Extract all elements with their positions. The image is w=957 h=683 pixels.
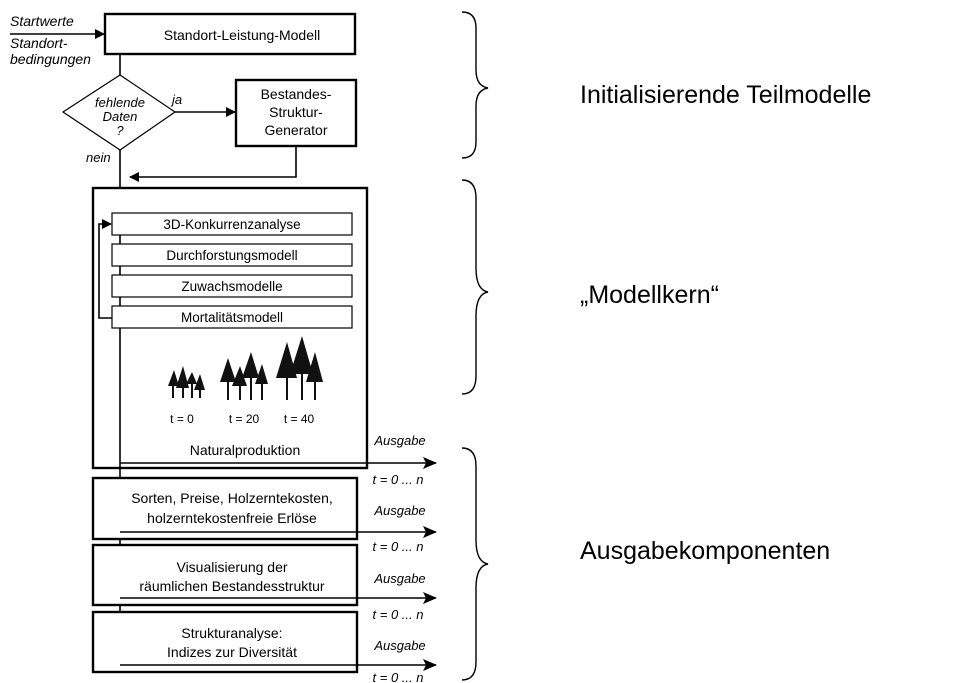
sorten-box xyxy=(91,476,359,541)
standort-leistung-label: Standort-Leistung-Modell xyxy=(164,27,320,43)
submodel-label-4: Mortalitätsmodell xyxy=(181,310,283,325)
bestandes-line2: Struktur- xyxy=(269,104,323,120)
input-standort-line2: bedingungen xyxy=(10,51,91,67)
time-label-20: t = 20 xyxy=(229,412,260,426)
trees-t0-illustration xyxy=(168,366,205,398)
output-label-1: Ausgabe xyxy=(373,433,425,448)
bestandes-line1: Bestandes- xyxy=(261,86,332,102)
brace-ausgabe xyxy=(461,447,489,681)
standort-leistung-box xyxy=(103,12,357,56)
output-label-4: Ausgabe xyxy=(373,638,425,653)
submodel-box-4 xyxy=(111,305,353,329)
submodel-label-2: Durchforstungsmodell xyxy=(166,248,297,263)
submodel-box-2 xyxy=(111,243,353,267)
decision-line3: ? xyxy=(116,123,124,138)
visual-line1: Visualisierung der xyxy=(176,559,287,575)
input-startwerte: Startwerte xyxy=(10,13,74,29)
output-range-4: t = 0 ... n xyxy=(373,670,424,683)
time-label-40: t = 40 xyxy=(284,412,315,426)
submodel-label-3: Zuwachsmodelle xyxy=(181,279,282,294)
struktur-line1: Strukturanalyse: xyxy=(181,625,282,641)
output-label-2: Ausgabe xyxy=(373,503,425,518)
output-range-2: t = 0 ... n xyxy=(373,539,424,554)
submodel-label-1: 3D-Konkurrenzanalyse xyxy=(163,217,300,232)
submodel-box-3 xyxy=(111,274,353,298)
visual-line2: räumlichen Bestandesstruktur xyxy=(139,578,325,594)
trees-t20-illustration xyxy=(220,352,268,400)
brace-init xyxy=(461,11,489,159)
brace-kern xyxy=(461,179,489,395)
group-label-kern: „Modellkern“ xyxy=(580,281,719,309)
output-range-3: t = 0 ... n xyxy=(373,607,424,622)
bestandes-line3: Generator xyxy=(264,122,327,138)
feedback-loop-arrow xyxy=(98,219,112,319)
visualisierung-box xyxy=(91,543,359,607)
naturalproduktion-label: Naturalproduktion xyxy=(190,442,301,458)
time-label-0: t = 0 xyxy=(170,412,194,426)
group-label-ausgabe: Ausgabekomponenten xyxy=(580,537,830,565)
output-label-3: Ausgabe xyxy=(373,571,425,586)
output-range-1: t = 0 ... n xyxy=(373,472,424,487)
generator-return-arrow xyxy=(129,146,297,182)
decision-line1: fehlende xyxy=(95,95,145,110)
struktur-line2: Indizes zur Diversität xyxy=(167,644,297,660)
decision-yes-label: ja xyxy=(170,92,182,107)
trees-t40-illustration xyxy=(276,336,323,400)
input-standort-line1: Standort- xyxy=(10,35,68,51)
decision-no-label: nein xyxy=(86,150,111,165)
strukturanalyse-box xyxy=(91,610,359,674)
sorten-line1: Sorten, Preise, Holzerntekosten, xyxy=(131,490,333,506)
group-label-init: Initialisierende Teilmodelle xyxy=(580,81,871,109)
submodel-box-1 xyxy=(111,212,353,236)
decision-line2: Daten xyxy=(103,109,138,124)
sorten-line2: holzerntekostenfreie Erlöse xyxy=(147,510,317,526)
